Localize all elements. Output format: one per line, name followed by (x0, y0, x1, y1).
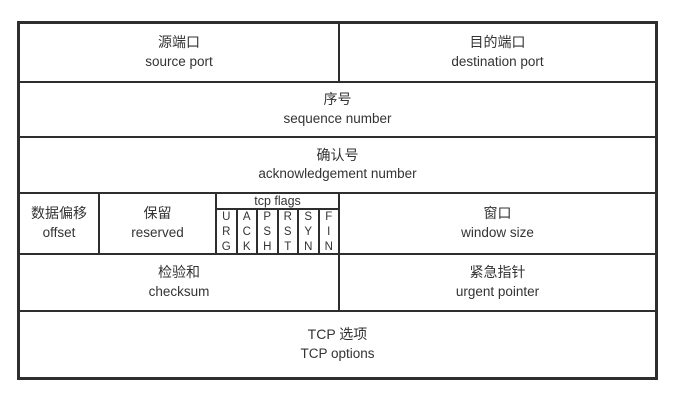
flag-urg-letter: U (222, 211, 231, 223)
field-destination-port: 目的端口 destination port (338, 24, 655, 81)
row-offset-flags-window: 数据偏移 offset 保留 reserved tcp flags U R G … (20, 192, 655, 255)
flag-ack-letter: A (242, 211, 251, 223)
flag-fin-letter: I (327, 226, 331, 238)
flag-urg: U R G (217, 210, 236, 255)
flag-psh: P S H (256, 210, 277, 255)
field-sequence-number-label-en: sequence number (283, 110, 392, 126)
field-source-port-label-en: source port (145, 53, 213, 69)
tcp-flags-heading: tcp flags (217, 194, 338, 210)
flag-psh-letter: P (263, 211, 272, 223)
flag-ack-letter: C (242, 226, 251, 238)
row-ports: 源端口 source port 目的端口 destination port (20, 24, 655, 81)
flag-syn-letter: S (304, 211, 313, 223)
field-sequence-number: 序号 sequence number (20, 83, 655, 136)
field-window-size-label-zh: 窗口 (483, 205, 512, 222)
flag-rst-letter: R (283, 211, 292, 223)
field-tcp-options-label-zh: TCP 选项 (307, 326, 368, 343)
field-reserved-label-en: reserved (131, 224, 184, 240)
field-urgent-pointer: 紧急指针 urgent pointer (338, 255, 655, 310)
field-tcp-flags: tcp flags U R G A C K P S H (215, 194, 338, 255)
flag-fin-letter: N (324, 241, 333, 253)
flag-syn: S Y N (297, 210, 318, 255)
flag-syn-letter: N (304, 241, 313, 253)
flag-syn-letter: Y (304, 226, 313, 238)
field-data-offset-label-en: offset (42, 224, 76, 240)
field-reserved-label-zh: 保留 (143, 205, 172, 222)
flag-fin: F I N (317, 210, 339, 255)
field-reserved: 保留 reserved (98, 194, 215, 253)
field-acknowledgement-number-label-zh: 确认号 (316, 146, 359, 163)
tcp-header-table: 源端口 source port 目的端口 destination port 序号… (17, 21, 658, 380)
field-acknowledgement-number: 确认号 acknowledgement number (20, 138, 655, 192)
field-data-offset: 数据偏移 offset (20, 194, 98, 253)
field-urgent-pointer-label-en: urgent pointer (455, 283, 540, 299)
flag-rst-letter: T (284, 241, 292, 253)
flag-urg-letter: G (221, 241, 231, 253)
flag-rst-letter: S (283, 226, 292, 238)
flag-urg-letter: R (222, 226, 231, 238)
field-source-port: 源端口 source port (20, 24, 338, 81)
field-window-size: 窗口 window size (338, 194, 655, 253)
field-urgent-pointer-label-zh: 紧急指针 (469, 264, 526, 281)
field-source-port-label-zh: 源端口 (158, 34, 200, 51)
flag-psh-letter: H (263, 241, 272, 253)
field-window-size-label-en: window size (461, 224, 534, 240)
flag-fin-letter: F (325, 211, 333, 223)
field-data-offset-label-zh: 数据偏移 (31, 205, 87, 222)
field-tcp-options-label-en: TCP options (300, 345, 375, 361)
field-checksum-label-zh: 检验和 (158, 264, 200, 281)
tcp-flags-columns: U R G A C K P S H R (217, 210, 338, 255)
flag-rst: R S T (276, 210, 298, 255)
flag-ack: A C K (235, 210, 257, 255)
row-tcp-options: TCP 选项 TCP options (20, 310, 655, 377)
row-checksum-urgent: 检验和 checksum 紧急指针 urgent pointer (20, 253, 655, 310)
field-destination-port-label-en: destination port (451, 53, 544, 69)
row-sequence-number: 序号 sequence number (20, 81, 655, 136)
field-destination-port-label-zh: 目的端口 (469, 34, 526, 51)
field-tcp-options: TCP 选项 TCP options (20, 312, 655, 377)
field-acknowledgement-number-label-en: acknowledgement number (258, 166, 417, 182)
field-checksum: 检验和 checksum (20, 255, 338, 310)
field-checksum-label-en: checksum (148, 283, 210, 299)
row-acknowledgement-number: 确认号 acknowledgement number (20, 136, 655, 192)
flag-ack-letter: K (242, 241, 251, 253)
flag-psh-letter: S (263, 226, 272, 238)
field-sequence-number-label-zh: 序号 (323, 91, 352, 108)
